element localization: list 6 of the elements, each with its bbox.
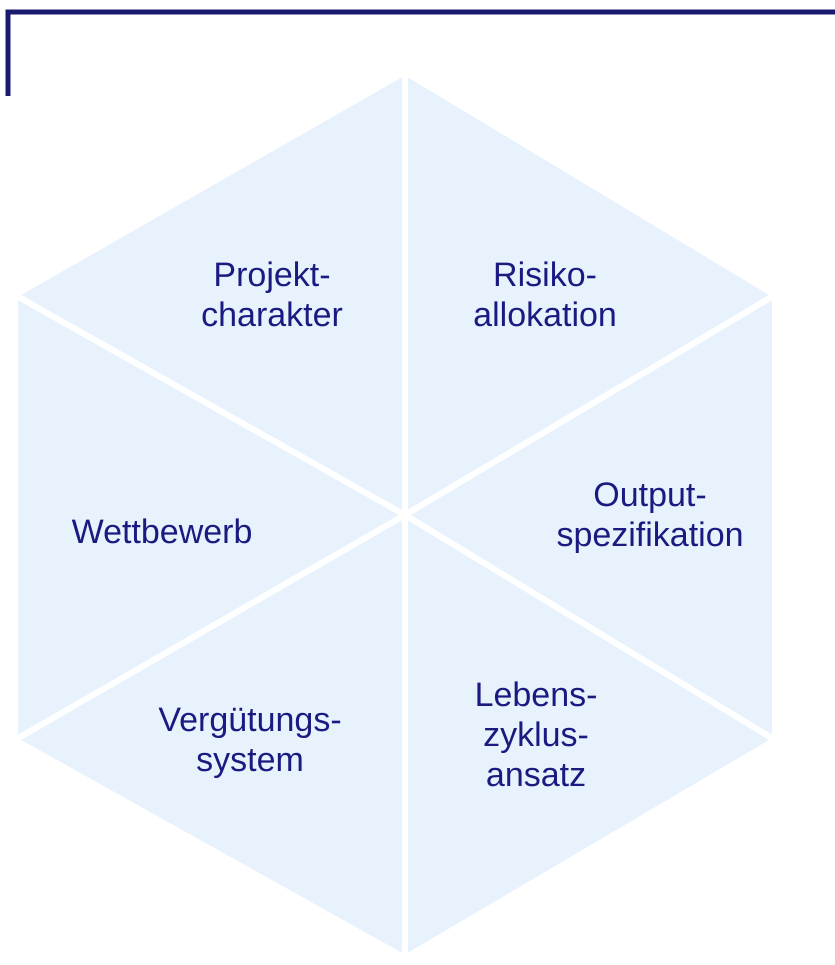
segment-label: Vergütungs- system — [157, 700, 343, 780]
segment-label: Lebens- zyklus- ansatz — [474, 675, 598, 795]
segment-label: Projekt- charakter — [200, 255, 344, 335]
segment-label: Wettbewerb — [72, 512, 252, 552]
segment-label: Risiko- allokation — [472, 255, 618, 335]
segment-label: Output- spezifikation — [555, 475, 745, 555]
